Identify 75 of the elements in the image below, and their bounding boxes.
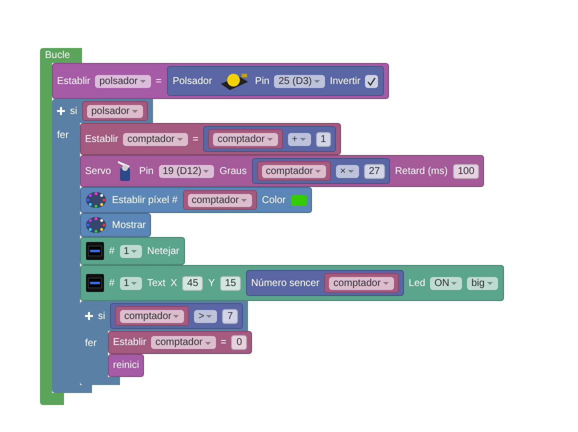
math-block: [203, 126, 336, 152]
set-variable-block: [80, 123, 342, 155]
block-label: #: [109, 246, 115, 256]
dropdown-field: >: [194, 310, 218, 322]
dropdown-field: 25 (D3): [274, 74, 325, 88]
block-label: =: [156, 76, 162, 86]
block-label: fer: [57, 130, 69, 141]
number-block: [246, 270, 404, 296]
block-label: Servo: [85, 166, 112, 176]
button-block: [166, 66, 384, 96]
number-field: 15: [220, 276, 242, 290]
variable-block: [182, 190, 257, 210]
dropdown-field: ×: [336, 164, 359, 178]
number-field: 7: [222, 308, 238, 324]
block-label: Netejar: [147, 246, 180, 256]
block-label: Número sencer: [251, 278, 320, 288]
block-label: reinici: [113, 360, 140, 371]
block-label: Retard (ms): [394, 166, 448, 176]
set-variable-block: [52, 63, 390, 99]
dropdown-field: comptador: [262, 164, 326, 178]
number-field: 27: [364, 164, 385, 178]
block-label: Color: [262, 194, 286, 206]
block-label: Graus: [219, 166, 247, 176]
dropdown-field: 1: [120, 244, 142, 258]
math-block: [252, 158, 390, 184]
block-label: =: [220, 337, 226, 348]
dropdown-field: comptador: [123, 132, 188, 146]
block-label: si: [70, 106, 78, 116]
number-field: 45: [182, 276, 204, 290]
display-block: [80, 237, 186, 265]
block-label: Establir píxel #: [112, 194, 178, 206]
block-label: si: [98, 310, 106, 322]
dropdown-field: comptador: [188, 194, 252, 206]
pixel-block: [80, 213, 151, 237]
block-label: Polsador: [172, 76, 212, 86]
variable-block: [115, 306, 190, 326]
block-label: Establir: [57, 76, 90, 86]
dropdown-field: big: [467, 276, 498, 290]
block-label: Invertir: [330, 76, 360, 86]
dropdown-field: comptador: [151, 336, 216, 349]
pixel-block: [80, 187, 312, 213]
dropdown-field: comptador: [329, 276, 394, 290]
dropdown-field: 1: [120, 276, 142, 290]
block-label: X: [170, 278, 178, 288]
block-label: Pin: [255, 76, 270, 86]
dropdown-field: comptador: [120, 310, 184, 322]
dropdown-field: ON: [430, 276, 462, 290]
block-label: Establir: [85, 134, 118, 144]
dropdown-field: polsador: [87, 104, 143, 118]
variable-block: [324, 273, 399, 293]
block-label: Establir: [113, 337, 146, 348]
block-label: Led: [408, 278, 426, 288]
dropdown-field: 19 (D12): [158, 164, 214, 178]
set-variable-block: [108, 331, 252, 354]
number-field: 100: [452, 164, 480, 178]
block-label: #: [109, 278, 115, 288]
variable-block: [256, 161, 331, 181]
variable-block: [208, 129, 283, 149]
servo-block: [80, 155, 484, 187]
block-label: Pin: [139, 166, 154, 176]
block-label: Mostrar: [112, 220, 146, 230]
dropdown-field: +: [288, 132, 311, 146]
reset-block: [108, 354, 144, 377]
block-label: fer: [85, 338, 97, 349]
block-label: Y: [208, 278, 215, 288]
block-label: Text: [147, 278, 166, 288]
block-label: =: [192, 134, 198, 144]
number-field: 0: [231, 335, 248, 350]
variable-block: [82, 101, 148, 121]
dropdown-field: polsador: [95, 74, 151, 88]
number-field: 1: [316, 132, 332, 146]
display-block: [80, 265, 504, 301]
block-label: Bucle: [45, 50, 70, 61]
dropdown-field: comptador: [213, 132, 278, 146]
compare-block: [110, 303, 243, 329]
